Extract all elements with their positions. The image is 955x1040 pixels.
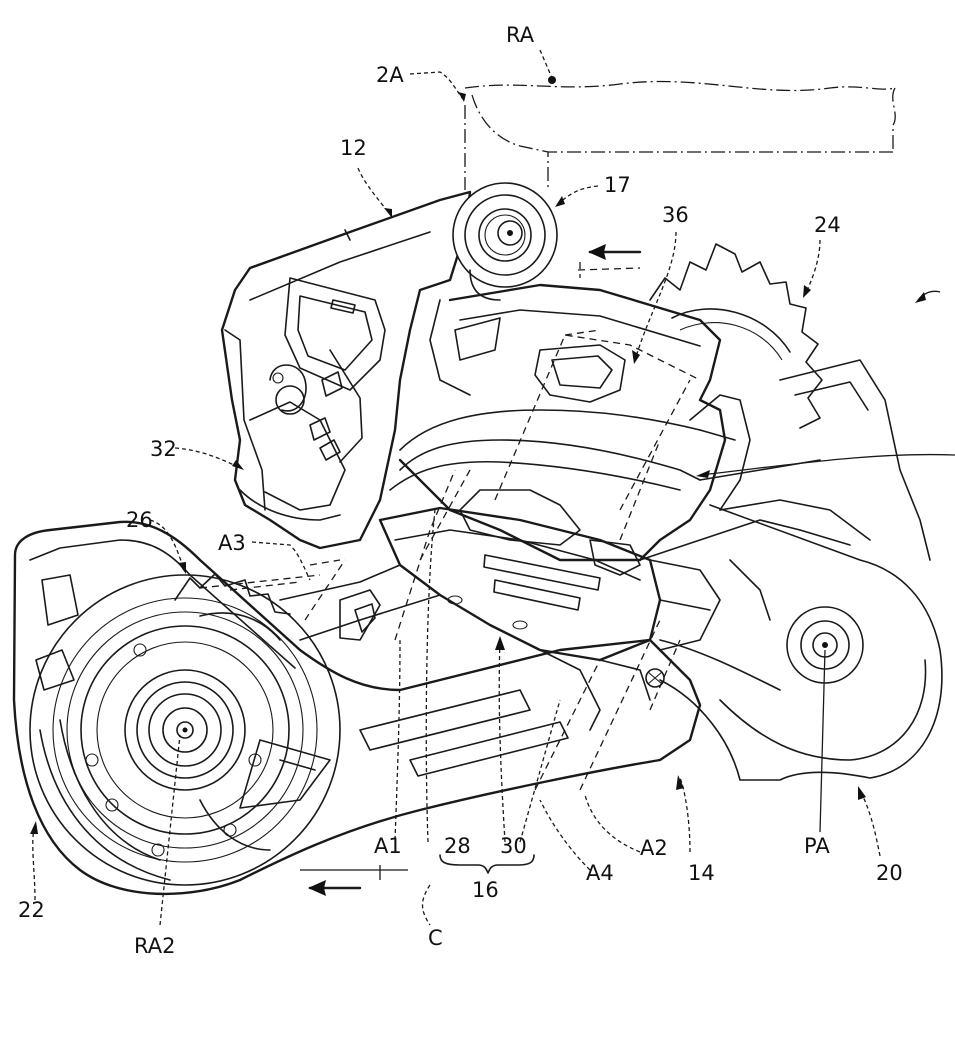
label-14: 14 bbox=[688, 861, 715, 885]
label-12: 12 bbox=[340, 136, 367, 160]
label-a4: A4 bbox=[586, 861, 614, 885]
label-30: 30 bbox=[500, 834, 527, 858]
reference-labels: RA 2A 12 17 36 24 32 26 A3 A1 28 30 16 A… bbox=[18, 23, 903, 958]
direction-arrows bbox=[300, 244, 955, 896]
label-20: 20 bbox=[876, 861, 903, 885]
label-a2: A2 bbox=[640, 836, 668, 860]
label-ra2: RA2 bbox=[134, 934, 175, 958]
label-pa: PA bbox=[804, 834, 830, 858]
frame-outline bbox=[465, 76, 895, 190]
label-a1: A1 bbox=[374, 834, 402, 858]
label-17: 17 bbox=[604, 173, 631, 197]
label-26: 26 bbox=[126, 508, 153, 532]
label-36: 36 bbox=[662, 203, 689, 227]
guide-pulley bbox=[30, 575, 340, 885]
label-2a: 2A bbox=[376, 63, 404, 87]
axis-lines bbox=[200, 262, 700, 790]
pivot-17 bbox=[453, 183, 557, 300]
movable-member-14 bbox=[640, 460, 870, 690]
label-32: 32 bbox=[150, 437, 177, 461]
sprocket-24 bbox=[650, 244, 822, 428]
leader-lines bbox=[30, 50, 880, 925]
base-member-12 bbox=[222, 192, 470, 548]
label-22: 22 bbox=[18, 898, 45, 922]
label-28: 28 bbox=[444, 834, 471, 858]
chain-guide-20 bbox=[660, 360, 942, 780]
label-c: C bbox=[428, 926, 443, 950]
label-24: 24 bbox=[814, 213, 841, 237]
label-16: 16 bbox=[472, 878, 499, 902]
label-ra: RA bbox=[506, 23, 535, 47]
label-a3: A3 bbox=[218, 531, 246, 555]
